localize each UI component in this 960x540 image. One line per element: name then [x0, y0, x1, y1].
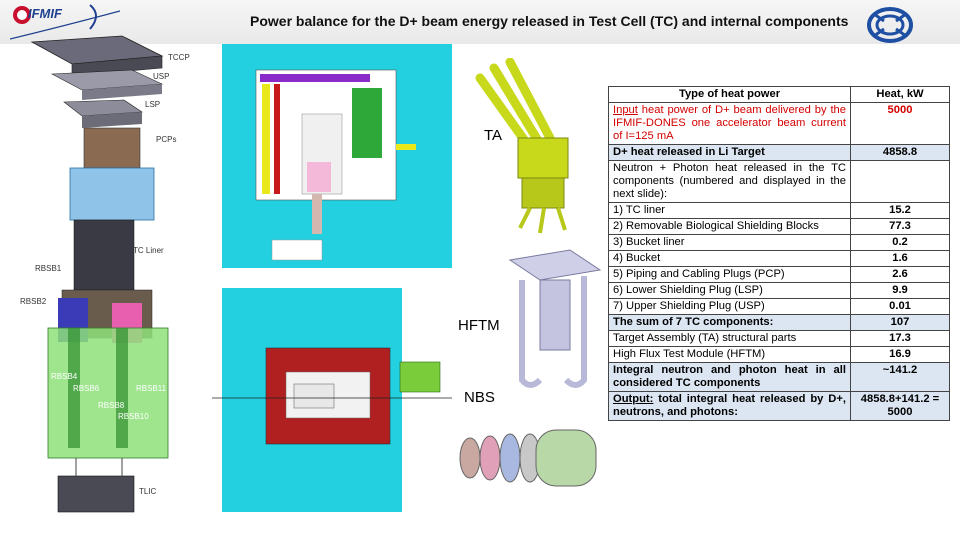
ifmif-logo	[9, 3, 121, 43]
row-label: 1) TC liner	[608, 202, 851, 219]
row-value: 16.9	[850, 346, 950, 363]
table-row: 2) Removable Biological Shielding Blocks…	[608, 218, 950, 235]
logo-text: IFMIF	[28, 6, 62, 21]
row-label: The sum of 7 TC components:	[608, 314, 851, 331]
table-row: 3) Bucket liner 0.2	[608, 234, 950, 251]
row-value: 4858.8	[850, 144, 950, 161]
row-value: 1.6	[850, 250, 950, 267]
label-rbsb8: RBSB8	[98, 401, 125, 410]
row-value: 0.01	[850, 298, 950, 315]
row-label: Neutron + Photon heat released in the TC…	[608, 160, 851, 203]
row-value: 17.3	[850, 330, 950, 347]
row-value: 2.6	[850, 266, 950, 283]
row-value: 5000	[850, 102, 950, 145]
table-row: Integral neutron and photon heat in all …	[608, 362, 950, 392]
row-label: 4) Bucket	[608, 250, 851, 267]
label-rbsb4: RBSB4	[51, 372, 78, 381]
row-label: 6) Lower Shielding Plug (LSP)	[608, 282, 851, 299]
table-row: Output: total integral heat released by …	[608, 391, 950, 421]
target-assembly-image	[470, 57, 590, 238]
label-nbs: NBS	[464, 389, 495, 406]
col-header-heat: Heat, kW	[850, 86, 950, 103]
row-label: High Flux Test Module (HFTM)	[608, 346, 851, 363]
table-row: Target Assembly (TA) structural parts 17…	[608, 330, 950, 347]
row-label: Input heat power of D+ beam delivered by…	[608, 102, 851, 145]
row-value: 15.2	[850, 202, 950, 219]
row-value: 107	[850, 314, 950, 331]
header-bar	[0, 0, 960, 44]
table-row: D+ heat released in Li Target 4858.8	[608, 144, 950, 161]
table-row: 5) Piping and Cabling Plugs (PCP) 2.6	[608, 266, 950, 283]
label-rbsb11: RBSB11	[136, 384, 167, 393]
row-value: 77.3	[850, 218, 950, 235]
label-tccp: TCCP	[168, 53, 190, 62]
label-ta: TA	[484, 127, 503, 144]
row-label: 7) Upper Shielding Plug (USP)	[608, 298, 851, 315]
table-row: 6) Lower Shielding Plug (LSP) 9.9	[608, 282, 950, 299]
fusion-logo-icon	[866, 6, 914, 44]
label-usp: USP	[153, 72, 170, 81]
horizontal-section-figure	[212, 288, 452, 520]
row-label: Output: total integral heat released by …	[608, 391, 851, 421]
heat-power-table: Type of heat power Heat, kW Input heat p…	[608, 86, 950, 421]
label-tc-liner: TC Liner	[133, 246, 164, 255]
row-prefix: Output:	[613, 393, 654, 405]
row-text: total integral heat released by D+, neut…	[613, 393, 846, 418]
label-pcps: PCPs	[156, 135, 177, 144]
table-row: Neutron + Photon heat released in the TC…	[608, 160, 950, 203]
label-rbsb2: RBSB2	[20, 297, 47, 306]
row-prefix: Input	[613, 104, 638, 116]
row-label: D+ heat released in Li Target	[608, 144, 851, 161]
row-value: 0.2	[850, 234, 950, 251]
label-tlic: TLIC	[139, 487, 157, 496]
row-value: 4858.8+141.2 = 5000	[850, 391, 950, 421]
label-hftm: HFTM	[458, 317, 500, 334]
row-text: heat power of D+ beam delivered by the I…	[613, 104, 846, 142]
label-rbsb10: RBSB10	[118, 412, 149, 421]
table-row: High Flux Test Module (HFTM) 16.9	[608, 346, 950, 363]
hftm-image	[500, 240, 610, 400]
row-label: Target Assembly (TA) structural parts	[608, 330, 851, 347]
row-value: 9.9	[850, 282, 950, 299]
nbs-image	[456, 418, 608, 506]
page-title: Power balance for the D+ beam energy rel…	[250, 13, 849, 29]
table-row: The sum of 7 TC components: 107	[608, 314, 950, 331]
table-row: 1) TC liner 15.2	[608, 202, 950, 219]
row-value: ~141.2	[850, 362, 950, 392]
label-rbsb1: RBSB1	[35, 264, 62, 273]
row-label: 2) Removable Biological Shielding Blocks	[608, 218, 851, 235]
table-header-row: Type of heat power Heat, kW	[608, 86, 950, 103]
label-rbsb6: RBSB6	[73, 384, 100, 393]
row-label: 3) Bucket liner	[608, 234, 851, 251]
table-row: Input heat power of D+ beam delivered by…	[608, 102, 950, 145]
row-label: 5) Piping and Cabling Plugs (PCP)	[608, 266, 851, 283]
row-value	[850, 160, 950, 203]
row-label: Integral neutron and photon heat in all …	[608, 362, 851, 392]
vertical-section-figure	[212, 44, 452, 276]
exploded-test-cell-figure	[12, 28, 194, 520]
table-row: 4) Bucket 1.6	[608, 250, 950, 267]
table-row: 7) Upper Shielding Plug (USP) 0.01	[608, 298, 950, 315]
label-lsp: LSP	[145, 100, 161, 109]
col-header-type: Type of heat power	[608, 86, 851, 103]
